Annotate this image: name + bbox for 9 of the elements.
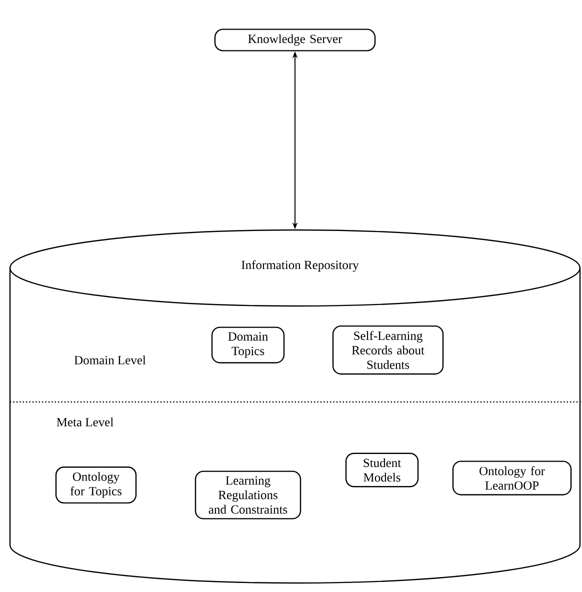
rounded-box: Domain Topics: [211, 326, 285, 364]
rounded-box: Ontology for LearnOOP: [452, 460, 572, 496]
rounded-box: Learning Regulations and Constraints: [194, 470, 302, 520]
rounded-box: Self-Learning Records about Students: [332, 325, 444, 375]
rounded-box: Student Models: [345, 452, 419, 488]
level-label: Meta Level: [56, 418, 114, 426]
rounded-box: Knowledge Server: [214, 28, 376, 52]
level-label: Domain Level: [74, 356, 146, 364]
rounded-box: Ontology for Topics: [55, 466, 137, 504]
